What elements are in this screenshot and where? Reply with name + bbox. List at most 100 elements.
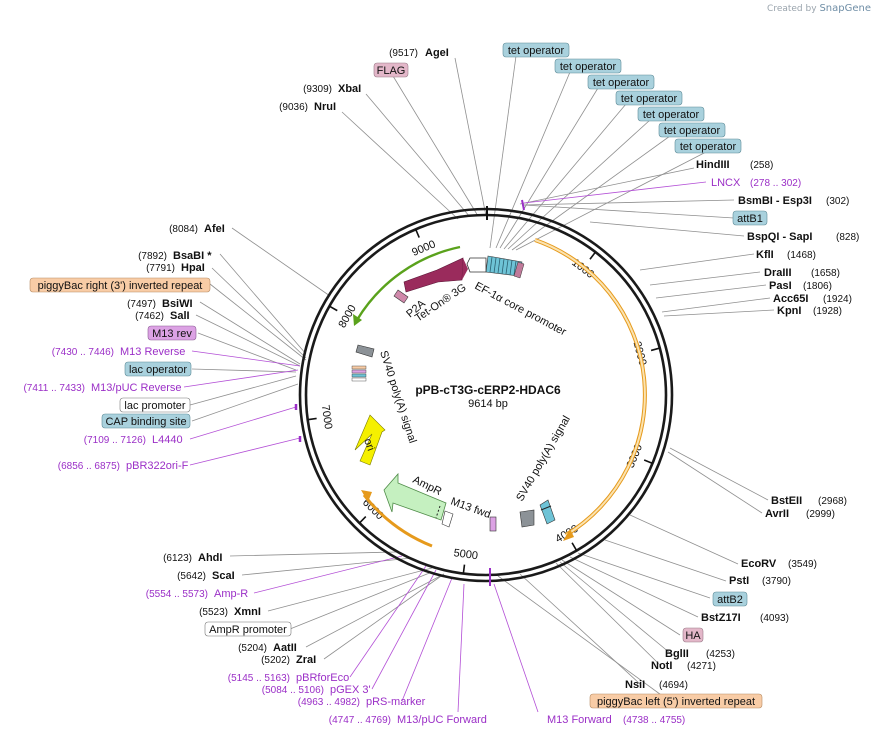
afei-label: AfeI (204, 223, 225, 235)
plasmid-name: pPB-cT3G-cERP2-HDAC6 (415, 383, 561, 397)
m13-fwd-block (489, 516, 497, 532)
ha-box (682, 627, 704, 643)
tick-mark (571, 542, 578, 551)
attb2-label: attB2 (717, 594, 743, 606)
tet-operator-7: tet operator (680, 141, 737, 153)
tet-operator-5: tet operator (643, 109, 700, 121)
orange-arc-right-inner (534, 239, 646, 536)
hindiii-label: HindIII (696, 159, 730, 171)
zrai-pos: (5202) (261, 655, 290, 666)
ecorv-label: EcoRV (741, 558, 777, 570)
bspqi-label: BspQI - SapI (747, 231, 812, 243)
tick-mark (650, 347, 660, 352)
m13puc-forward-primer: M13/pUC Forward (397, 714, 487, 726)
pbrforeco-range: (5145 .. 5163) (228, 673, 290, 684)
piggybac-right-box (29, 277, 211, 293)
attb1-box (732, 210, 768, 226)
hpai-pos: (7791) (146, 263, 175, 274)
bglii-pos: (4253) (706, 649, 735, 660)
psti-pos: (3790) (762, 576, 791, 587)
bsmbi-pos: (302) (826, 196, 849, 207)
aatii-pos: (5204) (238, 643, 267, 654)
tick-label: 5000 (453, 547, 479, 562)
m13-forward-range: (4738 .. 4755) (623, 715, 685, 726)
l4440-primer: L4440 (152, 434, 183, 446)
tet-operator-1: tet operator (508, 45, 565, 57)
pbrforeco-primer: pBRforEco (296, 672, 349, 684)
tet-operator-blocks (485, 255, 525, 279)
avrii-label: AvrII (765, 508, 789, 520)
pasi-label: PasI (769, 280, 792, 292)
aatii-label: AatII (273, 642, 297, 654)
bsiwi-label: BsiWI (162, 298, 193, 310)
ampr-primer: Amp-R (214, 588, 248, 600)
ampr-promoter-label: AmpR promoter (209, 624, 287, 636)
tick-mark (329, 305, 338, 312)
lncx-range: (278 .. 302) (750, 178, 801, 189)
bstz17i-label: BstZ17I (701, 612, 741, 624)
m13-reverse-range: (7430 .. 7446) (52, 347, 114, 358)
tick-mark (414, 228, 420, 238)
kpni-pos: (1928) (813, 306, 842, 317)
tick-mark (589, 251, 597, 260)
hpai-label: HpaI (181, 262, 205, 274)
l4440-range: (7109 .. 7126) (84, 435, 146, 446)
tet-operator-6: tet operator (664, 125, 721, 137)
bsteii-label: BstEII (771, 495, 802, 507)
hindiii-pos: (258) (750, 160, 773, 171)
tick-mark (462, 564, 466, 574)
ahdi-label: AhdI (198, 552, 222, 564)
attb2-line (540, 505, 552, 511)
orange-arc-left-head (361, 490, 372, 502)
cap-binding-box (101, 413, 191, 429)
draiii-label: DraIII (764, 267, 792, 279)
grey-block-right (519, 509, 535, 528)
m13puc-forward-range: (4747 .. 4769) (329, 715, 391, 726)
xmni-pos: (5523) (199, 607, 228, 618)
acc65i-label: Acc65I (773, 293, 808, 305)
noti-label: NotI (651, 660, 672, 672)
bsabi-pos: (7892) (138, 251, 167, 262)
m13puc-reverse-primer: M13/pUC Reverse (91, 382, 181, 394)
tick-mark (358, 516, 367, 524)
kfli-pos: (1468) (787, 250, 816, 261)
lncx-primer-mark (521, 199, 525, 211)
avrii-pos: (2999) (806, 509, 835, 520)
m13-forward-primer: M13 Forward (547, 714, 612, 726)
scai-label: ScaI (212, 570, 235, 582)
prs-marker-range: (4963 .. 4982) (298, 697, 360, 708)
bsabi-label: BsaBI * (173, 250, 212, 262)
teton-arrow-head (462, 258, 468, 280)
noti-pos: (4271) (687, 661, 716, 672)
tet-operator-2: tet operator (560, 61, 617, 73)
tick-mark (307, 417, 317, 421)
leader-lines (189, 55, 775, 701)
draiii-pos: (1658) (811, 268, 840, 279)
zrai-label: ZraI (296, 654, 316, 666)
prs-marker-primer: pRS-marker (366, 696, 426, 708)
xmni-label: XmnI (234, 606, 261, 618)
tet-operator-4: tet operator (621, 93, 678, 105)
agei-label: AgeI (425, 47, 449, 59)
bsiwi-pos: (7497) (127, 299, 156, 310)
sali-label: SalI (170, 310, 190, 322)
tick-label: 7000 (319, 404, 334, 430)
snapgene-brand: SnapGene (819, 3, 871, 14)
xbai-pos: (9309) (303, 84, 332, 95)
p2a-block (393, 289, 409, 304)
sv40-right-label: SV40 poly(A) signal (514, 414, 573, 504)
ef1a-label: EF-1α core promoter (473, 280, 569, 339)
nrui-label: NruI (314, 101, 336, 113)
orange-arc-right-head (563, 529, 574, 541)
afei-pos: (8084) (169, 224, 198, 235)
pgex3-range: (5084 .. 5106) (262, 685, 324, 696)
nrui-pos: (9036) (279, 102, 308, 113)
attb2-box (712, 591, 748, 607)
xbai-label: XbaI (338, 83, 361, 95)
pbr322ori-primer: pBR322ori-F (126, 460, 189, 472)
pasi-pos: (1806) (803, 281, 832, 292)
plasmid-length: 9614 bp (468, 398, 508, 410)
bsmbi-label: BsmBI - Esp3I (738, 195, 812, 207)
lac-promoter-label: lac promoter (124, 400, 185, 412)
piggybac-left-box (589, 693, 763, 709)
